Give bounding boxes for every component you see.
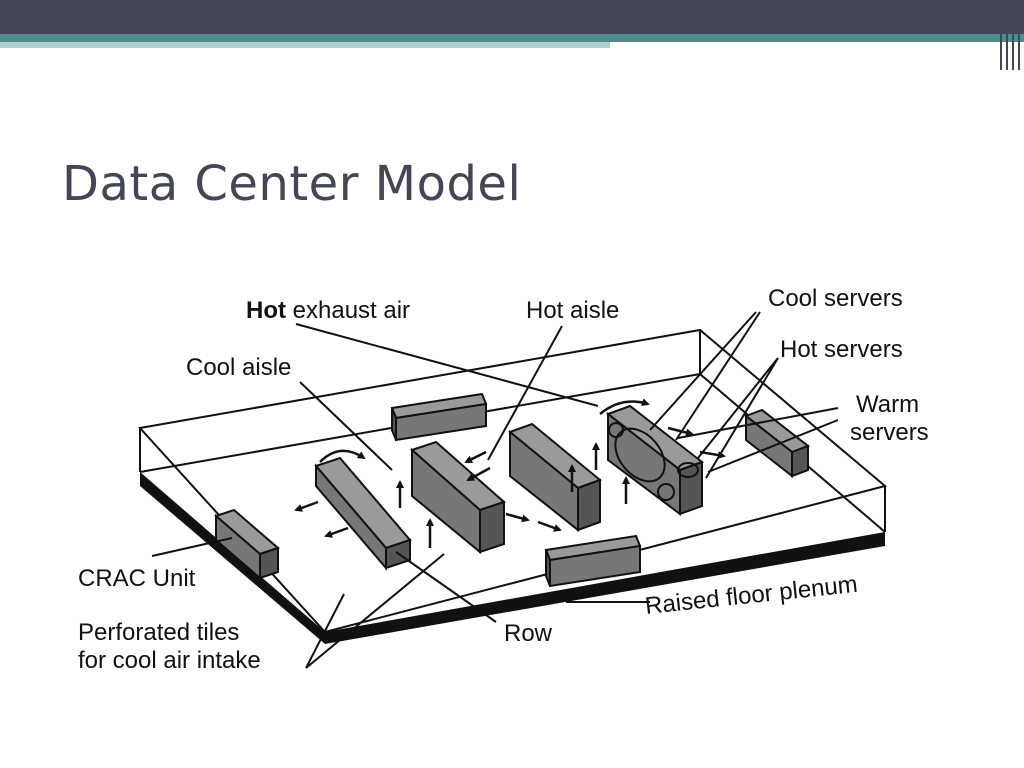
label-warm-servers-line2: servers	[850, 419, 929, 446]
label-warm-servers-line1: Warm	[856, 391, 919, 418]
airflow-arrows	[294, 398, 726, 548]
label-crac-unit: CRAC Unit	[78, 565, 196, 592]
slide-title: Data Center Model	[62, 156, 522, 212]
teal-decorative-band	[0, 34, 1024, 42]
label-hot-exhaust-air: Hot exhaust air	[246, 297, 410, 324]
server-racks	[214, 392, 811, 588]
top-decorative-band	[0, 0, 1024, 34]
label-perforated-line2: for cool air intake	[78, 647, 261, 674]
rack-row-3	[508, 422, 602, 533]
thin-decorative-band	[0, 42, 610, 48]
label-perforated-line1: Perforated tiles	[78, 619, 239, 646]
label-cool-servers: Cool servers	[768, 285, 903, 312]
crac-unit-front	[544, 534, 642, 588]
crac-unit-back	[390, 392, 488, 442]
corner-stripes	[994, 0, 1024, 70]
label-row: Row	[504, 620, 553, 647]
label-hot-aisle: Hot aisle	[526, 297, 619, 324]
leader-lines	[151, 311, 839, 669]
raised-floor-slab	[140, 472, 885, 644]
rack-row-2	[410, 440, 506, 555]
label-cool-aisle: Cool aisle	[186, 354, 291, 381]
rack-row-4	[605, 404, 705, 516]
crac-unit-right	[743, 408, 811, 479]
label-hot-servers: Hot servers	[780, 336, 903, 363]
rack-row-1	[314, 456, 412, 571]
crac-unit-left	[214, 508, 280, 581]
